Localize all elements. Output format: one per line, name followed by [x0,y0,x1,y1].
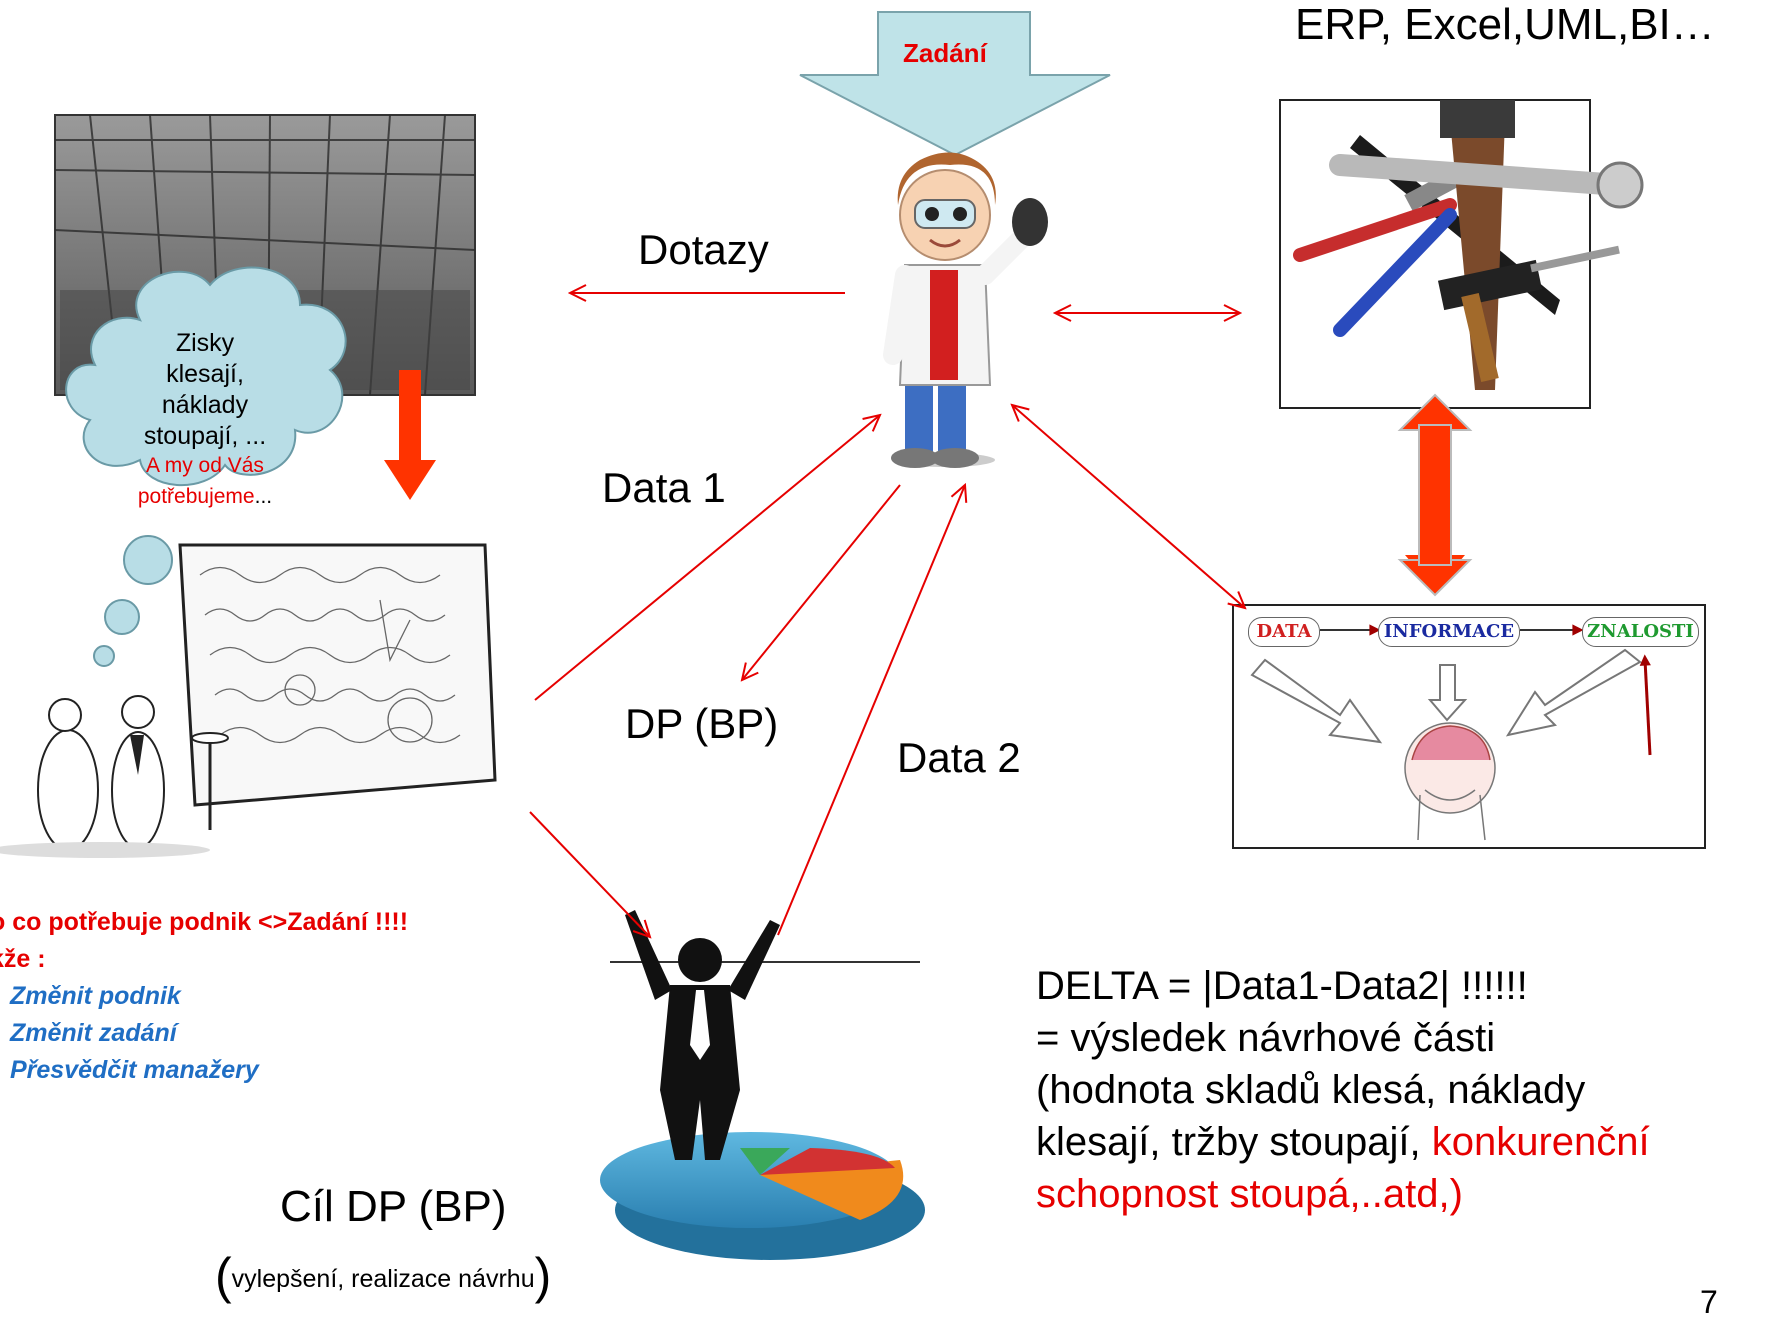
zadani-arrow [799,11,1111,157]
cloud-text: Zisky klesají, náklady stoupají, ... A m… [105,328,305,512]
arrow-data2 [777,485,965,936]
cloud-line: náklady [161,391,249,419]
close-paren: ) [534,1248,552,1304]
note-item: Změnit podnik [10,982,181,1010]
scientists-blackboard-cartoon [0,543,497,858]
label-data2: Data 2 [897,734,1021,781]
thought-cloud [65,266,347,667]
note-item: Přesvědčit manažery [10,1056,259,1084]
cil-subtitle: (vylepšení, realizace návrhu) [215,1247,551,1305]
arrow-data1 [534,415,880,701]
label-dpbp: DP (BP) [625,700,779,747]
dik-data-box: DATA [1248,617,1320,647]
dik-informace-box: INFORMACE [1378,617,1520,647]
zadani-label: Zadání [903,38,987,68]
delta-line-wrap: klesají, tržby stoupají, konkurenční [1036,1116,1776,1168]
arrow-dik-double [1012,405,1245,608]
cloud-red-line: A my od Vás [146,454,264,477]
cloud-line: klesají, [166,360,244,388]
dik-panel-graphics [1232,604,1706,849]
delta-text: DELTA = |Data1-Data2| !!!!!! = výsledek … [1036,960,1776,1220]
thick-down-arrow [384,370,436,500]
delta-line: DELTA = |Data1-Data2| !!!!!! [1036,964,1528,1008]
flow-arrows [529,293,1245,937]
delta-line: klesají, tržby stoupají, [1036,1120,1432,1164]
cloud-ellipsis: ... [254,485,273,508]
arrow-to-cil [529,811,650,937]
note-line-2: kže : [0,945,46,973]
label-data1: Data 1 [602,464,726,511]
delta-line: schopnost stoupá,..atd,) [1036,1172,1463,1216]
brain-sketch [1404,722,1496,841]
cil-title: Cíl DP (BP) [280,1182,507,1231]
thick-double-arrow [1397,393,1473,597]
businessman-on-pie-chart [600,910,925,1260]
arrow-dpbp [742,484,901,680]
cloud-red-line-wrap: potřebujeme... [105,480,305,512]
tools-photo [1279,99,1644,409]
page-number: 7 [1700,1284,1718,1320]
cloud-line: Zisky [175,329,235,357]
delta-line: = výsledek návrhové části [1036,1016,1496,1060]
delta-red: konkurenční [1431,1120,1650,1164]
note-item: Změnit zadání [10,1019,177,1047]
tools-title: ERP, Excel,UML,BI… [1295,0,1715,49]
open-paren: ( [215,1248,232,1304]
note-list: Změnit podnik Změnit zadání Přesvědčit m… [0,978,408,1089]
delta-line: (hodnota skladů klesá, náklady [1036,1068,1586,1112]
cloud-line: stoupají, ... [143,422,267,450]
cloud-red-line: potřebujeme [137,485,255,508]
left-notes: o co potřebuje podnik <>Zadání !!!! kže … [0,904,408,1089]
scientist-character [883,152,1048,468]
dik-znalosti-box: ZNALOSTI [1582,617,1699,647]
label-dotazy: Dotazy [638,226,769,273]
note-line-1: o co potřebuje podnik <>Zadání !!!! [0,908,409,936]
cil-subtitle-text: vylepšení, realizace návrhu [231,1265,535,1293]
